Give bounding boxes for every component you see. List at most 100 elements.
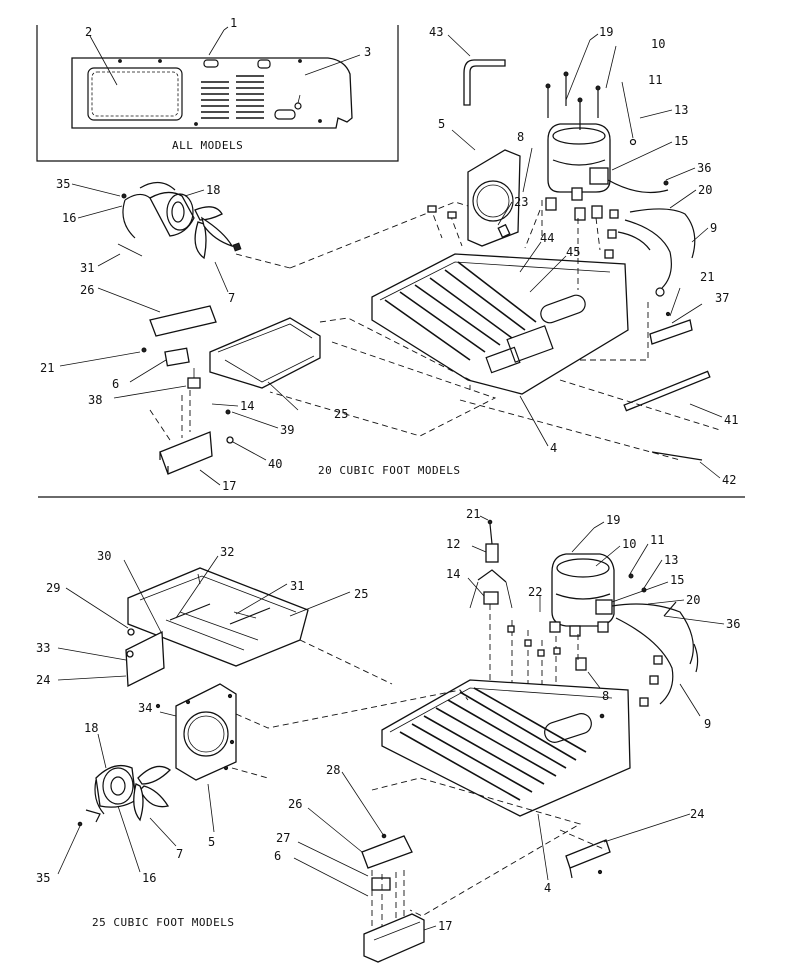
callout-5-b: 5 [208, 835, 215, 849]
callout-10: 10 [651, 37, 665, 51]
base-tray-bottom [381, 679, 631, 881]
drain-pan-top [209, 317, 321, 411]
callout-25: 25 [334, 407, 348, 421]
leaders-bottom-right [539, 521, 725, 717]
callout-36-b: 36 [726, 617, 740, 631]
callout-32-b: 32 [220, 545, 234, 559]
callout-21-b: 21 [466, 507, 480, 521]
callout-19-b: 19 [606, 513, 620, 527]
callout-16: 16 [62, 211, 76, 225]
callout-19: 19 [599, 25, 613, 39]
callout-9-b: 9 [704, 717, 711, 731]
callout-22-b: 22 [528, 585, 542, 599]
condenser-coils-top [384, 261, 537, 361]
callout-35-b: 35 [36, 871, 50, 885]
callout-38: 38 [88, 393, 102, 407]
compressor-bottom [549, 553, 647, 671]
bracket-24-left [125, 628, 165, 688]
callouts-20-cf: 43 19 10 11 13 15 36 20 9 5 8 23 44 45 2… [40, 25, 738, 493]
callout-3: 3 [364, 45, 371, 59]
callout-21-right: 21 [700, 270, 714, 284]
heater-assembly-bottom [293, 771, 413, 930]
control-assembly-top [113, 347, 279, 486]
callout-28-b: 28 [326, 763, 340, 777]
callout-8-b: 8 [602, 689, 609, 703]
callout-26-b: 26 [288, 797, 302, 811]
callout-39: 39 [280, 423, 294, 437]
callout-27-b: 27 [276, 831, 290, 845]
callout-15: 15 [674, 134, 688, 148]
caption-25-cubic-foot: 25 CUBIC FOOT MODELS [92, 916, 234, 929]
callout-18-b: 18 [84, 721, 98, 735]
callout-40: 40 [268, 457, 282, 471]
grommets-8 [545, 187, 603, 221]
callout-4: 4 [550, 441, 557, 455]
callout-41: 41 [724, 413, 738, 427]
callout-11-b: 11 [650, 533, 664, 547]
callout-44: 44 [540, 231, 554, 245]
bracket-17-bottom [363, 913, 437, 963]
callout-36: 36 [697, 161, 711, 175]
callout-12-b: 12 [446, 537, 460, 551]
callout-7: 7 [228, 291, 235, 305]
callout-45: 45 [566, 245, 580, 259]
caption-20-cubic-foot: 20 CUBIC FOOT MODELS [318, 464, 460, 477]
callout-31-b: 31 [290, 579, 304, 593]
dashed-outlines-bottom [231, 639, 607, 917]
grille-panel [71, 57, 353, 129]
wire-harness-bottom [611, 601, 699, 707]
callout-4-b: 4 [544, 881, 551, 895]
bracket-24-right [565, 813, 691, 879]
callout-10-b: 10 [622, 537, 636, 551]
callout-20: 20 [698, 183, 712, 197]
callout-14: 14 [240, 399, 254, 413]
grille-vents [201, 75, 264, 119]
callout-2: 2 [85, 25, 92, 39]
callout-6-b: 6 [274, 849, 281, 863]
callout-13-b: 13 [664, 553, 678, 567]
dashed-drops-bottom [489, 604, 579, 700]
relay-assembly-bottom [467, 515, 513, 609]
callout-13: 13 [674, 103, 688, 117]
callout-37: 37 [715, 291, 729, 305]
callout-17-b: 17 [438, 919, 452, 933]
evap-fan-assembly-bottom [77, 733, 172, 827]
callout-11: 11 [648, 73, 662, 87]
callout-17: 17 [222, 479, 236, 493]
callout-30-b: 30 [97, 549, 111, 563]
callout-24-left-b: 24 [36, 673, 50, 687]
callout-35: 35 [56, 177, 70, 191]
dashed-outlines-top [235, 200, 721, 461]
section-20-cubic-foot: 43 19 10 11 13 15 36 20 9 5 8 23 44 45 2… [40, 25, 738, 493]
callout-21-left: 21 [40, 361, 54, 375]
bracket-37 [649, 287, 703, 345]
callout-23: 23 [514, 195, 528, 209]
callout-26: 26 [80, 283, 94, 297]
compressor-top [545, 71, 669, 221]
fan-shroud-top [451, 129, 521, 247]
callout-25-b: 25 [354, 587, 368, 601]
callout-1: 1 [230, 16, 237, 30]
callouts-25-cf: 21 12 14 19 10 11 13 15 20 36 22 8 9 30 … [36, 507, 740, 933]
evap-fan-assembly-top [117, 181, 242, 260]
wire-harness-top [604, 208, 696, 297]
callout-42: 42 [722, 473, 736, 487]
callout-33-b: 33 [36, 641, 50, 655]
callout-8: 8 [517, 130, 524, 144]
callout-5: 5 [438, 117, 445, 131]
callout-15-b: 15 [670, 573, 684, 587]
callout-16-b: 16 [142, 871, 156, 885]
callout-20-b: 20 [686, 593, 700, 607]
leaders-top-right [565, 33, 709, 243]
compressor-bolts [545, 71, 601, 130]
callout-14-b: 14 [446, 567, 460, 581]
callout-34-b: 34 [138, 701, 152, 715]
callout-6: 6 [112, 377, 119, 391]
callout-18: 18 [206, 183, 220, 197]
callout-43: 43 [429, 25, 443, 39]
callout-7-b: 7 [176, 847, 183, 861]
callout-31: 31 [80, 261, 94, 275]
callout-29-b: 29 [46, 581, 60, 595]
tube-43 [447, 34, 506, 106]
